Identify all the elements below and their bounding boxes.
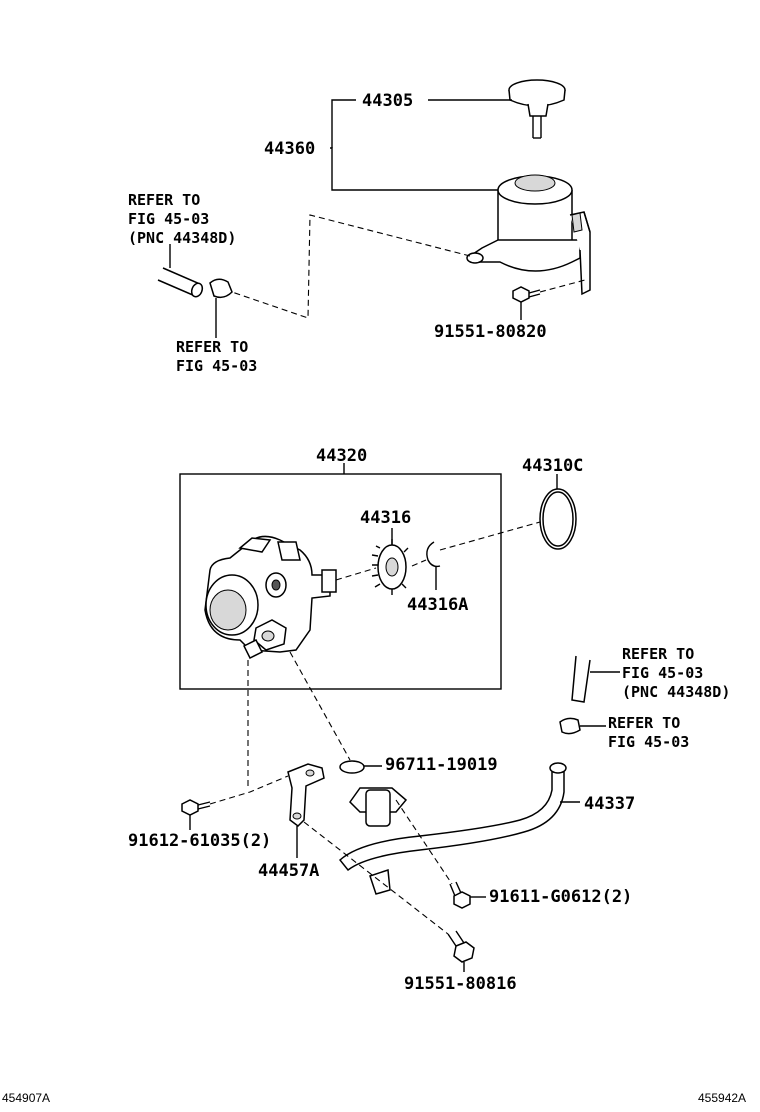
hose-left-drawing (157, 267, 204, 298)
part-number-44457a: 44457A (258, 861, 319, 881)
part-number-44316a: 44316A (407, 595, 468, 615)
part-number-44310c: 44310C (522, 456, 583, 476)
reservoir-tank-drawing (466, 174, 591, 296)
pump-gear-drawing (371, 539, 409, 595)
refer-pnc-label-1: (PNC 44348D) (128, 229, 236, 247)
part-number-44305: 44305 (362, 91, 413, 111)
bracket-44457a-drawing (287, 763, 325, 827)
o-ring-96711-drawing (339, 760, 365, 774)
reservoir-cap-drawing (508, 79, 566, 139)
bolt-91551-80816-drawing (447, 930, 475, 963)
pump-assembly-box (179, 473, 502, 690)
bolt-91611-g0612-drawing (449, 881, 471, 909)
suction-pipe-drawing (338, 762, 567, 895)
refer-fig-label-4: FIG 45-03 (608, 733, 689, 751)
refer-to-label-4: REFER TO (608, 714, 680, 732)
bolt-91551-80820-drawing (512, 286, 541, 303)
o-ring-44310c-drawing (539, 488, 577, 550)
refer-pnc-label-3: (PNC 44348D) (622, 683, 730, 701)
footer-code-right: 455942A (698, 1091, 746, 1105)
part-number-44360: 44360 (264, 139, 315, 159)
snap-ring-drawing (426, 541, 441, 590)
part-number-91551-80816: 91551-80816 (404, 974, 517, 994)
part-number-44316: 44316 (360, 508, 411, 528)
hose-right-drawing (571, 655, 620, 703)
part-number-96711-19019: 96711-19019 (385, 755, 498, 775)
refer-to-label-1: REFER TO (128, 191, 200, 209)
refer-fig-label-3: FIG 45-03 (622, 664, 703, 682)
reservoir-assembly (231, 79, 591, 320)
refer-fig-label-2: FIG 45-03 (176, 357, 257, 375)
part-number-91551-80820: 91551-80820 (434, 322, 547, 342)
footer-code-left: 454907A (2, 1091, 50, 1105)
refer-to-label-3: REFER TO (622, 645, 694, 663)
pump-body-drawing (204, 535, 337, 660)
hose-clamp-left-drawing (169, 244, 233, 338)
part-number-91611-g0612: 91611-G0612(2) (489, 887, 632, 907)
part-number-44337: 44337 (584, 794, 635, 814)
bolt-91612-61035-drawing (181, 799, 211, 816)
refer-fig-label-1: FIG 45-03 (128, 210, 209, 228)
hose-clamp-right-drawing (559, 717, 606, 735)
part-number-91612-61035: 91612-61035(2) (128, 831, 271, 851)
refer-to-label-2: REFER TO (176, 338, 248, 356)
part-number-44320: 44320 (316, 446, 367, 466)
